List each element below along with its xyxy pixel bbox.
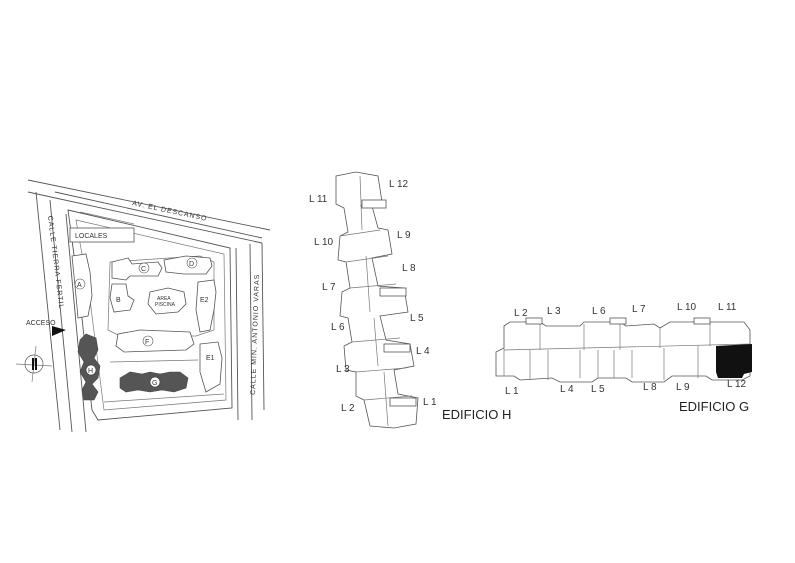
building-f: F	[115, 329, 195, 353]
label-b: B	[116, 297, 121, 304]
pool-label-1: AREA	[157, 296, 171, 302]
building-h-marker: H	[77, 333, 101, 401]
acceso-label: ACCESO	[26, 320, 56, 327]
locales: LOCALES	[69, 211, 135, 243]
building-a: A	[71, 253, 93, 319]
g-lot-9: L 9	[676, 382, 690, 393]
h-lot-12: L 12	[389, 179, 409, 190]
label-f: F	[145, 339, 149, 346]
label-e2: E2	[200, 297, 209, 304]
h-lot-5: L 5	[410, 313, 424, 324]
edificio-h-title: EDIFICIO H	[442, 407, 511, 422]
label-g: G	[152, 380, 157, 387]
north-arrow-icon	[15, 345, 53, 383]
g-lot-12: L 12	[727, 379, 747, 390]
building-e2: E2	[195, 279, 217, 333]
street-label-right: CALLE MIN. ANTONIO VARAS	[250, 274, 261, 396]
g-lot-2: L 2	[514, 308, 528, 319]
pool-label-2: PISCINA	[155, 302, 176, 308]
h-lot-3: L 3	[336, 364, 350, 375]
g-lot-5: L 5	[591, 384, 605, 395]
g-lot-4: L 4	[560, 384, 574, 395]
label-h: H	[88, 368, 93, 375]
label-e1: E1	[206, 355, 215, 362]
avenue-el-descanso: AV. EL DESCANSO	[27, 179, 271, 244]
g-lot-1: L 1	[505, 386, 519, 397]
locales-label: LOCALES	[75, 233, 108, 240]
h-lot-2: L 2	[341, 403, 355, 414]
g-lot-12-highlight	[716, 344, 752, 378]
building-g-marker: G	[119, 371, 189, 393]
h-lot-9: L 9	[397, 230, 411, 241]
site-plan: AV. EL DESCANSO CALLE TIERRA FERTIL CALL…	[15, 179, 271, 433]
h-lot-6: L 6	[331, 322, 345, 333]
h-lot-11: L 11	[309, 194, 328, 205]
h-lot-1: L 1	[423, 397, 437, 408]
edificio-g-plan: L 1 L 2 L 3 L 4 L 5 L 6 L 7 L 8 L 9 L 10…	[495, 302, 752, 414]
building-b: B	[109, 283, 135, 313]
building-d: D	[163, 255, 213, 275]
edificio-h-plan: L 1 L 2 L 3 L 4 L 5 L 6 L 7 L 8 L 9 L 10…	[309, 171, 511, 429]
g-lot-7: L 7	[632, 304, 646, 315]
label-d: D	[189, 261, 194, 268]
g-lot-6: L 6	[592, 306, 606, 317]
street-antonio-varas: CALLE MIN. ANTONIO VARAS	[235, 242, 265, 421]
g-lot-10: L 10	[677, 302, 697, 313]
label-c: C	[141, 266, 146, 273]
h-lot-10: L 10	[314, 237, 334, 248]
building-c: C	[111, 257, 163, 281]
g-lot-8: L 8	[643, 382, 657, 393]
h-lot-8: L 8	[402, 263, 416, 274]
g-lot-3: L 3	[547, 306, 561, 317]
street-label-left: CALLE TIERRA FERTIL	[46, 215, 64, 309]
pool-area: AREA PISCINA	[147, 287, 187, 315]
h-lot-4: L 4	[416, 346, 430, 357]
g-lot-11: L 11	[718, 302, 737, 313]
building-e1: E1	[199, 341, 223, 393]
label-a: A	[77, 282, 82, 289]
h-lot-7: L 7	[322, 282, 336, 293]
acceso: ACCESO	[26, 320, 66, 336]
edificio-g-title: EDIFICIO G	[679, 399, 749, 414]
